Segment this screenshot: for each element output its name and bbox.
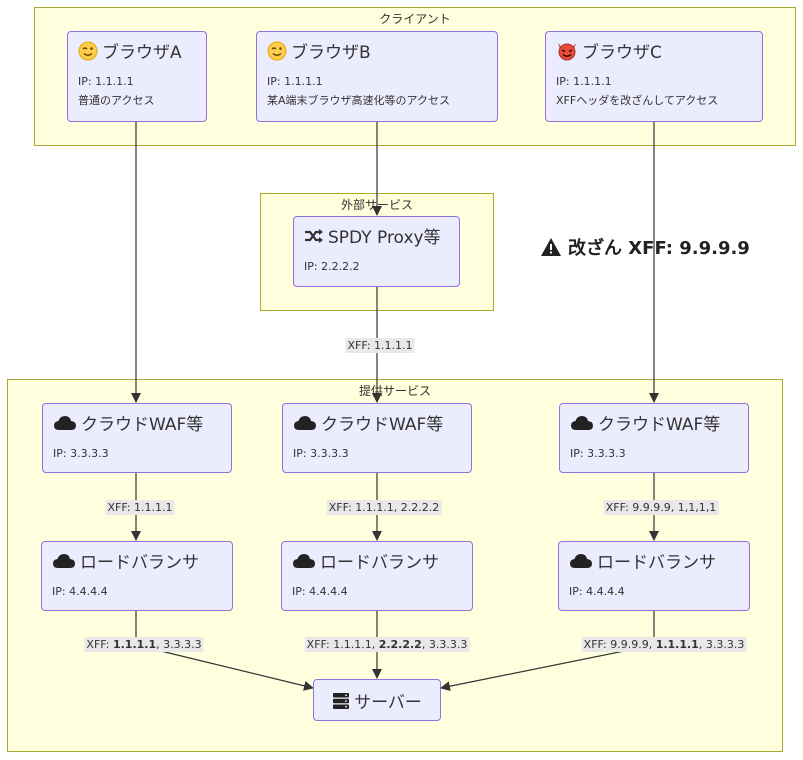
waf-3-ip: IP: 3.3.3.3 [570,447,626,460]
lb-2-ip: IP: 4.4.4.4 [292,585,348,598]
edge-label-lb2-to-server: XFF: 1.1.1.1, 2.2.2.2, 3.3.3.3 [304,637,470,652]
edge-label-lb2-pre: XFF: 1.1.1.1, [306,638,379,651]
server-title: サーバー [354,693,422,713]
cloud-icon [294,415,316,430]
edge-label-proxy-to-waf: XFF: 1.1.1.1 [345,338,415,353]
proxy-title: SPDY Proxy等 [328,228,441,248]
lb-3-ip: IP: 4.4.4.4 [569,585,625,598]
cloud-icon [293,553,315,568]
browser-a-title: ブラウザA [102,43,182,63]
lb-3-title: ロードバランサ [597,553,716,573]
browser-b-desc: 某A端末ブラウザ高速化等のアクセス [267,94,450,107]
wink-face-icon [267,41,287,60]
edge-label-lb1-bold: 1.1.1.1 [112,638,157,651]
cloud-icon [54,415,76,430]
lb-1-ip: IP: 4.4.4.4 [52,585,108,598]
cloud-icon [571,415,593,430]
edge-label-waf2-to-lb2: XFF: 1.1.1.1, 2.2.2.2 [326,500,442,515]
node-browser-c: ブラウザC IP: 1.1.1.1 XFFヘッダを改ざんしてアクセス [545,31,763,122]
node-waf-3: クラウドWAF等 IP: 3.3.3.3 [559,403,749,473]
waf-1-title: クラウドWAF等 [81,415,204,435]
server-icon [333,692,350,709]
node-waf-2: クラウドWAF等 IP: 3.3.3.3 [282,403,472,473]
cloud-icon [53,553,75,568]
warning-icon [541,238,561,256]
tamper-annotation: 改ざん XFF: 9.9.9.9 [540,234,750,260]
node-lb-2: ロードバランサ IP: 4.4.4.4 [281,541,473,611]
lb-1-title: ロードバランサ [80,553,199,573]
cluster-client-title: クライアント [379,12,451,26]
proxy-ip: IP: 2.2.2.2 [304,260,360,273]
edge-label-lb1-post: , 3.3.3.3 [156,638,202,651]
node-browser-b: ブラウザB IP: 1.1.1.1 某A端末ブラウザ高速化等のアクセス [256,31,498,122]
node-browser-a: ブラウザA IP: 1.1.1.1 普通のアクセス [67,31,207,122]
edge-label-lb1-pre: XFF: [86,638,113,651]
browser-b-ip: IP: 1.1.1.1 [267,75,323,88]
edge-label-lb3-pre: XFF: 9.9.9.9, [583,638,656,651]
node-lb-1: ロードバランサ IP: 4.4.4.4 [41,541,233,611]
edge-label-lb1-to-server: XFF: 1.1.1.1, 3.3.3.3 [84,637,204,652]
browser-a-ip: IP: 1.1.1.1 [78,75,134,88]
waf-2-title: クラウドWAF等 [321,415,444,435]
edge-label-lb2-post: , 3.3.3.3 [421,638,468,651]
edge-label-lb3-post: , 3.3.3.3 [698,638,745,651]
waf-1-ip: IP: 3.3.3.3 [53,447,109,460]
edge-label-waf3-to-lb3: XFF: 9.9.9.9, 1,1,1,1 [603,500,719,515]
devil-face-icon [558,42,576,60]
browser-a-desc: 普通のアクセス [78,94,155,107]
waf-2-ip: IP: 3.3.3.3 [293,447,349,460]
browser-c-ip: IP: 1.1.1.1 [556,75,612,88]
browser-b-title: ブラウザB [291,43,371,63]
browser-c-desc: XFFヘッダを改ざんしてアクセス [556,94,719,107]
edge-label-lb3-to-server: XFF: 9.9.9.9, 1.1.1.1, 3.3.3.3 [581,637,747,652]
waf-3-title: クラウドWAF等 [598,415,721,435]
edge-label-lb2-bold: 2.2.2.2 [378,638,422,651]
lb-2-title: ロードバランサ [320,553,439,573]
shuffle-icon [305,228,323,243]
node-waf-1: クラウドWAF等 IP: 3.3.3.3 [42,403,232,473]
edge-label-lb3-bold: 1.1.1.1 [655,638,699,651]
wink-face-icon [78,41,98,60]
browser-c-title: ブラウザC [582,43,662,63]
cloud-icon [570,553,592,568]
node-lb-3: ロードバランサ IP: 4.4.4.4 [558,541,750,611]
node-proxy: SPDY Proxy等 IP: 2.2.2.2 [293,216,460,287]
node-server: サーバー [313,679,441,721]
tamper-label: 改ざん XFF: 9.9.9.9 [568,238,750,259]
edge-label-waf1-to-lb1: XFF: 1.1.1.1 [105,500,175,515]
